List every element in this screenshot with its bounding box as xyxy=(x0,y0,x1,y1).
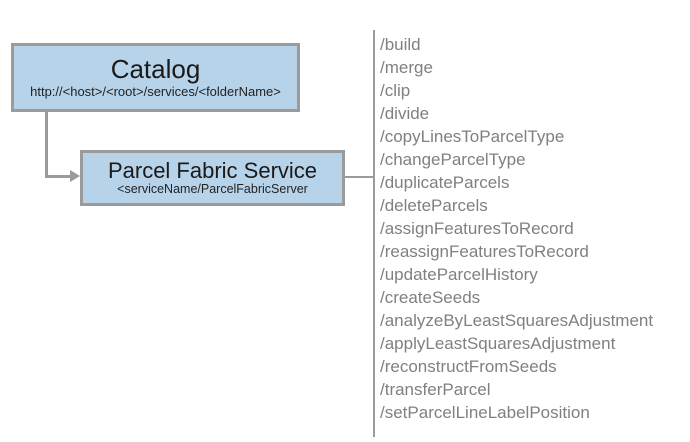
operation-item: /createSeeds xyxy=(380,288,481,307)
node-catalog-title: Catalog xyxy=(110,53,201,84)
operation-item: /setParcelLineLabelPosition xyxy=(380,403,590,422)
operation-item: /merge xyxy=(380,58,433,77)
node-parcel-fabric-service-title: Parcel Fabric Service xyxy=(107,158,318,184)
operation-item: /analyzeByLeastSquaresAdjustment xyxy=(380,311,654,330)
connector-vertical-segment xyxy=(45,112,48,178)
operation-item: /applyLeastSquaresAdjustment xyxy=(380,334,616,353)
operation-item: /clip xyxy=(380,81,411,100)
node-parcel-fabric-service-path: <serviceName/ParcelFabricServer xyxy=(117,182,308,197)
connector-horizontal-segment xyxy=(45,175,73,178)
operations-list: /build/merge/clip/divide/copyLinesToParc… xyxy=(380,33,680,424)
connector-to-operations xyxy=(345,176,375,178)
node-catalog-url: http://<host>/<root>/services/<folderNam… xyxy=(30,84,281,99)
operation-item: /build xyxy=(380,35,421,54)
operation-item: /assignFeaturesToRecord xyxy=(380,219,574,238)
operations-divider-line xyxy=(373,30,375,437)
connector-arrowhead-icon xyxy=(70,170,80,182)
operation-item: /duplicateParcels xyxy=(380,173,510,192)
node-parcel-fabric-service: Parcel Fabric Service <serviceName/Parce… xyxy=(80,150,345,206)
operation-item: /updateParcelHistory xyxy=(380,265,538,284)
operation-item: /changeParcelType xyxy=(380,150,526,169)
operation-item: /reconstructFromSeeds xyxy=(380,357,557,376)
operation-item: /deleteParcels xyxy=(380,196,488,215)
operation-item: /reassignFeaturesToRecord xyxy=(380,242,589,261)
operation-item: /copyLinesToParcelType xyxy=(380,127,565,146)
node-catalog: Catalog http://<host>/<root>/services/<f… xyxy=(11,43,300,112)
operation-item: /transferParcel xyxy=(380,380,491,399)
operation-item: /divide xyxy=(380,104,430,123)
